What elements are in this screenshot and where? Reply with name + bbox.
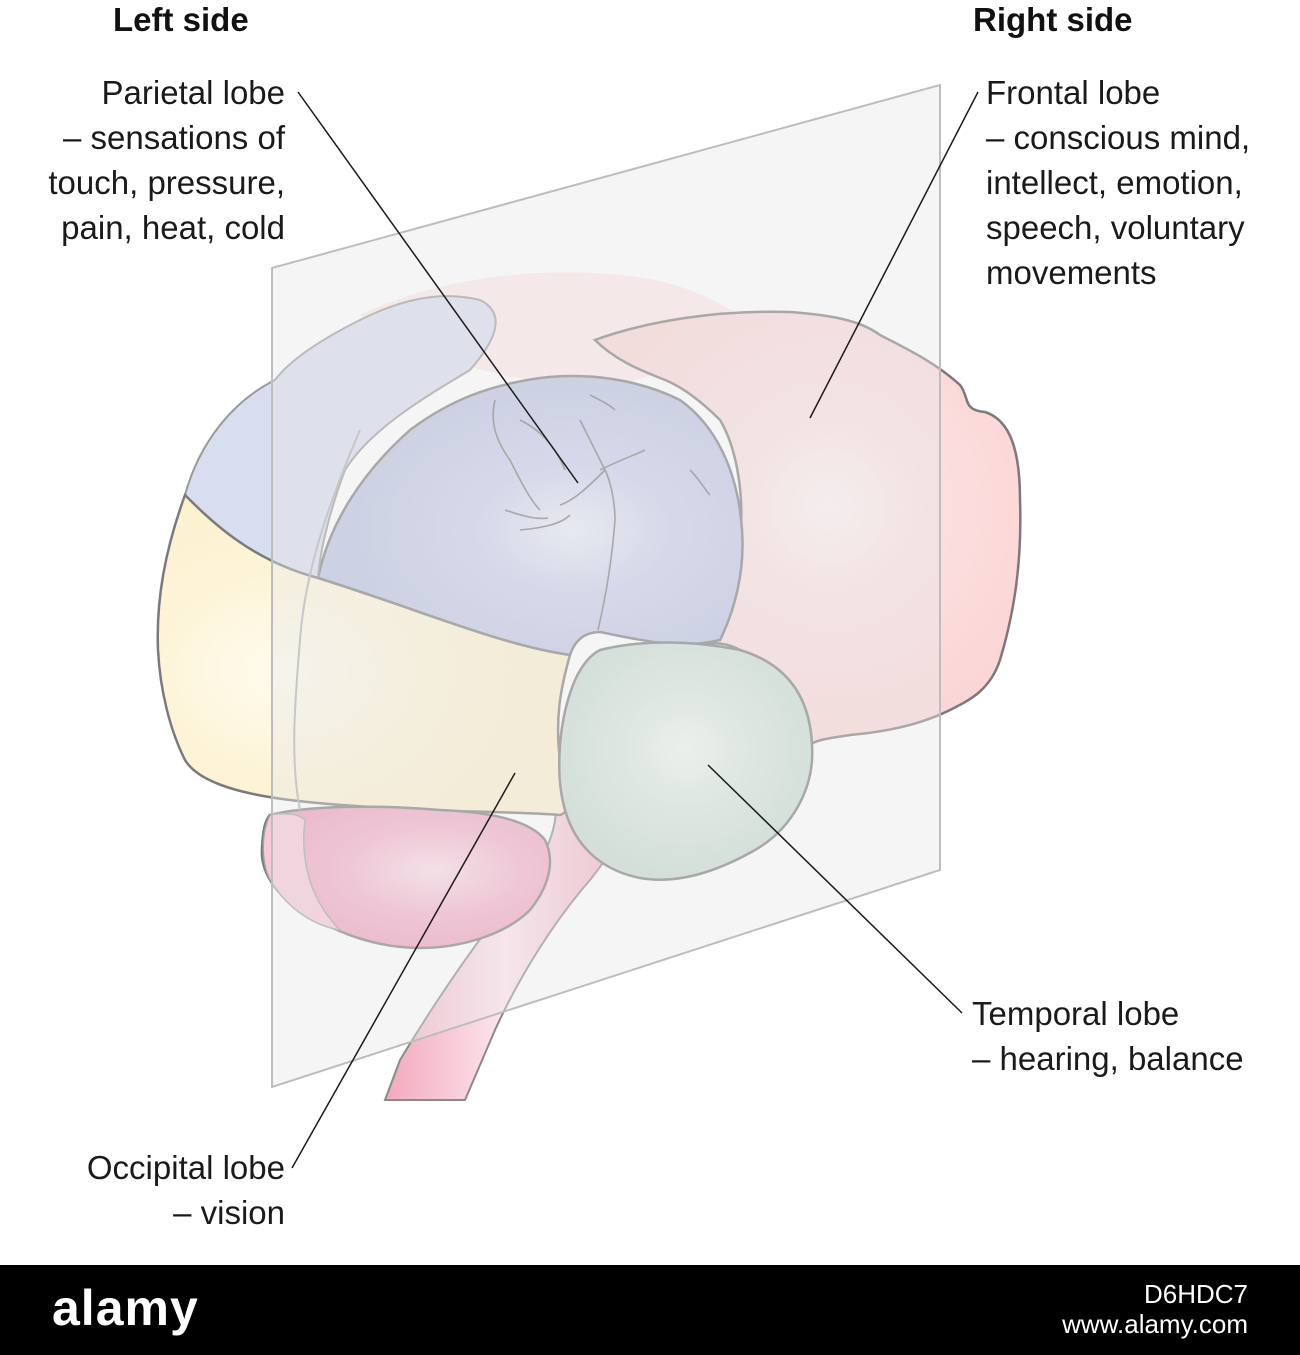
- occipital-label-line: – vision: [173, 1194, 285, 1231]
- temporal-lobe-label: Temporal lobe – hearing, balance: [972, 991, 1244, 1081]
- occipital-label-line: Occipital lobe: [86, 1149, 285, 1186]
- leader-line-frontal: [809, 91, 979, 419]
- brain-lobes-diagram: [156, 83, 1022, 1169]
- leader-line-parietal: [297, 91, 579, 484]
- watermark-footer-bar: alamy D6HDC7 www.alamy.com: [0, 1265, 1300, 1355]
- leader-line-occipital: [291, 772, 516, 1169]
- left-cerebellum: [262, 813, 343, 932]
- image-id: D6HDC7: [1143, 1279, 1248, 1309]
- temporal-label-line: Temporal lobe: [972, 995, 1180, 1032]
- right-side-heading: Right side: [973, 1, 1133, 38]
- sulci: [492, 394, 711, 631]
- image-credit: D6HDC7 www.alamy.com: [1062, 1279, 1248, 1339]
- frontal-label-line: Frontal lobe: [986, 74, 1161, 111]
- temporal-lobe: [558, 641, 814, 881]
- parietal-label-line: pain, heat, cold: [61, 209, 285, 246]
- frontal-label-line: speech, voluntary: [986, 209, 1245, 246]
- frontal-label-line: – conscious mind,: [986, 119, 1251, 156]
- leader-lines: [291, 91, 979, 1169]
- frontal-label-line: intellect, emotion,: [986, 164, 1243, 201]
- frontal-lobe-label: Frontal lobe – conscious mind, intellect…: [986, 70, 1250, 295]
- frontal-label-line: movements: [986, 254, 1157, 291]
- parietal-lobe-label: Parietal lobe – sensations of touch, pre…: [48, 70, 285, 250]
- sagittal-plane: [271, 83, 941, 1089]
- parietal-label-line: – sensations of: [63, 119, 285, 156]
- temporal-label-line: – hearing, balance: [972, 1040, 1244, 1077]
- site-url: www.alamy.com: [1062, 1309, 1248, 1339]
- occipital-lobe: [156, 492, 572, 817]
- parietal-label-line: touch, pressure,: [48, 164, 285, 201]
- hemisphere-midline: [293, 429, 361, 811]
- leader-line-temporal: [707, 764, 963, 1014]
- occipital-lobe-label: Occipital lobe – vision: [87, 1145, 285, 1235]
- frontal-lobe: [592, 310, 1022, 748]
- left-side-heading: Left side: [113, 1, 249, 38]
- parietal-label-line: Parietal lobe: [101, 74, 285, 111]
- alamy-logo: alamy: [52, 1280, 199, 1336]
